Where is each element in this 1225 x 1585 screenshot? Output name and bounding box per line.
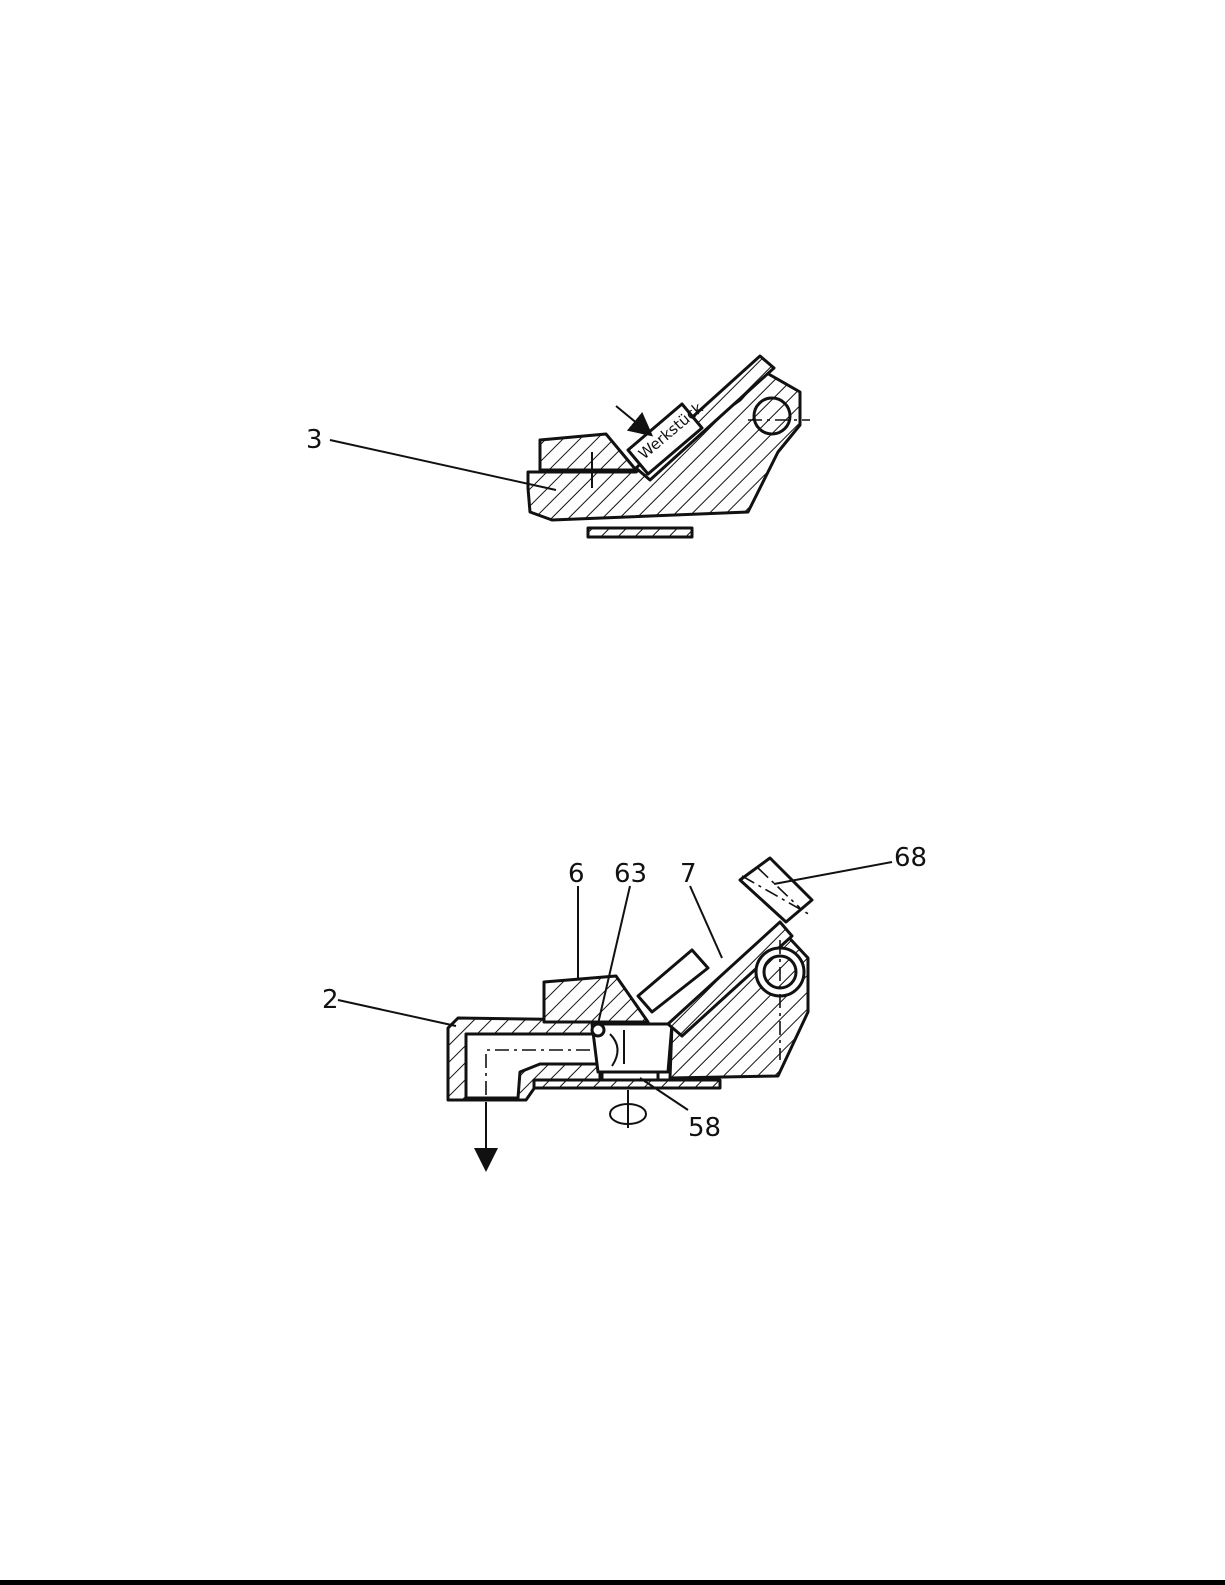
clamp-block-6 xyxy=(544,976,648,1022)
ref-label-2: 2 xyxy=(322,985,339,1015)
base-plate-top xyxy=(588,528,692,537)
feed-arrow xyxy=(616,406,650,434)
ref-label-6: 6 xyxy=(568,859,585,889)
pivot-circle-top xyxy=(754,398,790,434)
tilting-arm-68 xyxy=(740,858,812,922)
figure-top: Werkstück 3 xyxy=(306,356,810,537)
ref-label-63: 63 xyxy=(614,859,647,889)
ref-label-58: 58 xyxy=(688,1113,721,1143)
ref-label-3: 3 xyxy=(306,425,323,455)
base-plate-bottom xyxy=(534,1080,720,1088)
page-bottom-rule xyxy=(0,1580,1225,1585)
pin-63 xyxy=(592,1024,604,1036)
ref-label-7: 7 xyxy=(680,859,697,889)
figure-bottom: 2 6 63 7 68 58 xyxy=(322,843,927,1168)
ref-label-68: 68 xyxy=(894,843,927,873)
clamp-block-top xyxy=(540,434,636,470)
